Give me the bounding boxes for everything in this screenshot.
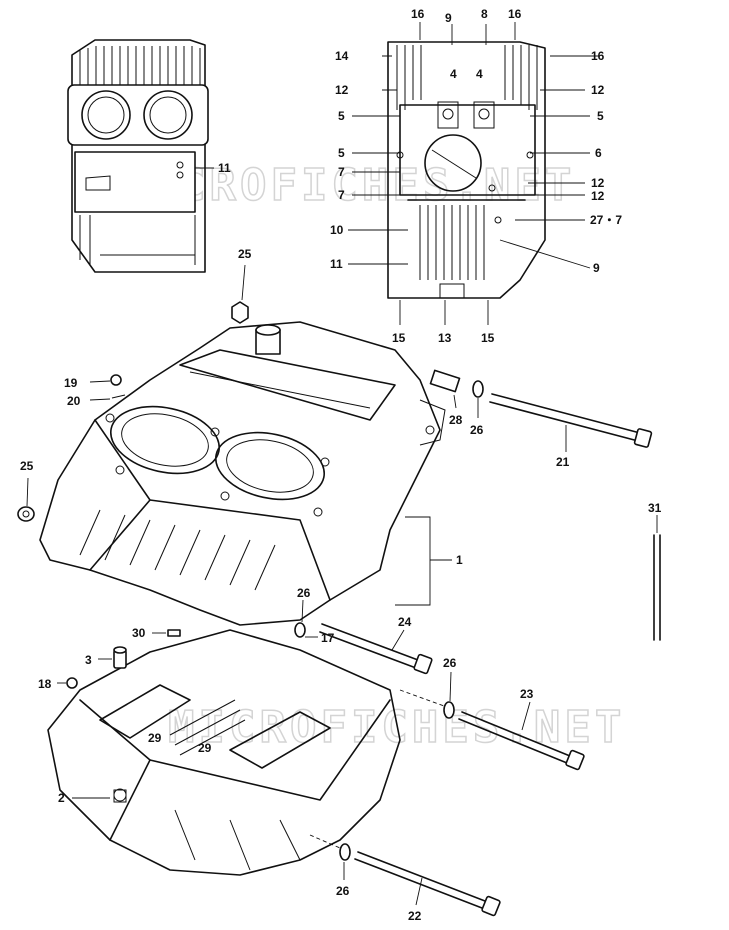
bracket-1 [395,516,452,606]
bolt-23 [458,701,585,771]
callout-29: 29 [148,731,162,745]
callout-11: 11 [330,257,343,271]
callout-2: 2 [58,791,65,805]
callout-12: 12 [591,189,605,203]
bolt-19 [89,374,126,401]
callout-20: 20 [67,394,81,408]
callout-28: 28 [449,413,463,427]
callout-24: 24 [398,615,412,629]
callout-3: 3 [85,653,92,667]
callout-9: 9 [445,11,452,25]
callout-16: 16 [591,49,605,63]
callout-27-7: 27・7 [590,213,622,227]
callout-11-top: 11 [218,161,231,175]
callout-10: 10 [330,223,344,237]
callout-4: 4 [476,67,483,81]
callout-26: 26 [470,423,484,437]
callout-30: 30 [132,626,146,640]
stud-31 [653,515,661,641]
callout-7: 7 [338,188,345,202]
lower-crankcase [47,629,401,876]
bolt-18 [57,677,78,689]
nut-25-left [17,477,35,522]
callout-9: 9 [593,261,600,275]
callout-29: 29 [198,741,212,755]
callout-14: 14 [335,49,349,63]
bolt-22 [354,851,501,917]
callout-5: 5 [597,109,604,123]
callout-19: 19 [64,376,78,390]
dowel-28 [429,369,461,409]
callout-23: 23 [520,687,534,701]
lower-case-bottom-view [348,22,600,325]
washer-26-top [472,380,484,418]
watermark-bottom: MICROFICHES.NET [168,702,625,753]
callout-25: 25 [20,459,34,473]
callout-26: 26 [297,586,311,600]
callout-12: 12 [335,83,349,97]
nut-25-top [231,264,249,324]
callout-8: 8 [481,7,488,21]
washer-26-bottom [309,834,351,880]
callout-22: 22 [408,909,422,923]
bolt-30 [152,629,181,637]
callout-18: 18 [38,677,52,691]
callout-7: 7 [338,165,345,179]
callout-16: 16 [411,7,425,21]
callout-26: 26 [443,656,457,670]
callout-25: 25 [238,247,252,261]
callout-13: 13 [438,331,452,345]
callout-15: 15 [481,331,495,345]
callout-12: 12 [591,83,605,97]
callout-5: 5 [338,146,345,160]
callout-15: 15 [392,331,406,345]
callout-26: 26 [336,884,350,898]
upper-case-top-view [67,39,214,273]
bolt-24 [319,623,433,675]
callout-16: 16 [508,7,522,21]
callout-21: 21 [556,455,570,469]
upper-crankcase [39,321,446,626]
washer-26-lower [399,671,455,719]
callout-1: 1 [456,553,463,567]
callout-5: 5 [338,109,345,123]
callout-12: 12 [591,176,605,190]
callout-4: 4 [450,67,457,81]
washer-26-center [294,599,306,638]
dowel-3 [98,646,127,669]
bolt-21 [489,393,653,452]
callout-31: 31 [648,501,662,515]
callout-6: 6 [595,146,602,160]
